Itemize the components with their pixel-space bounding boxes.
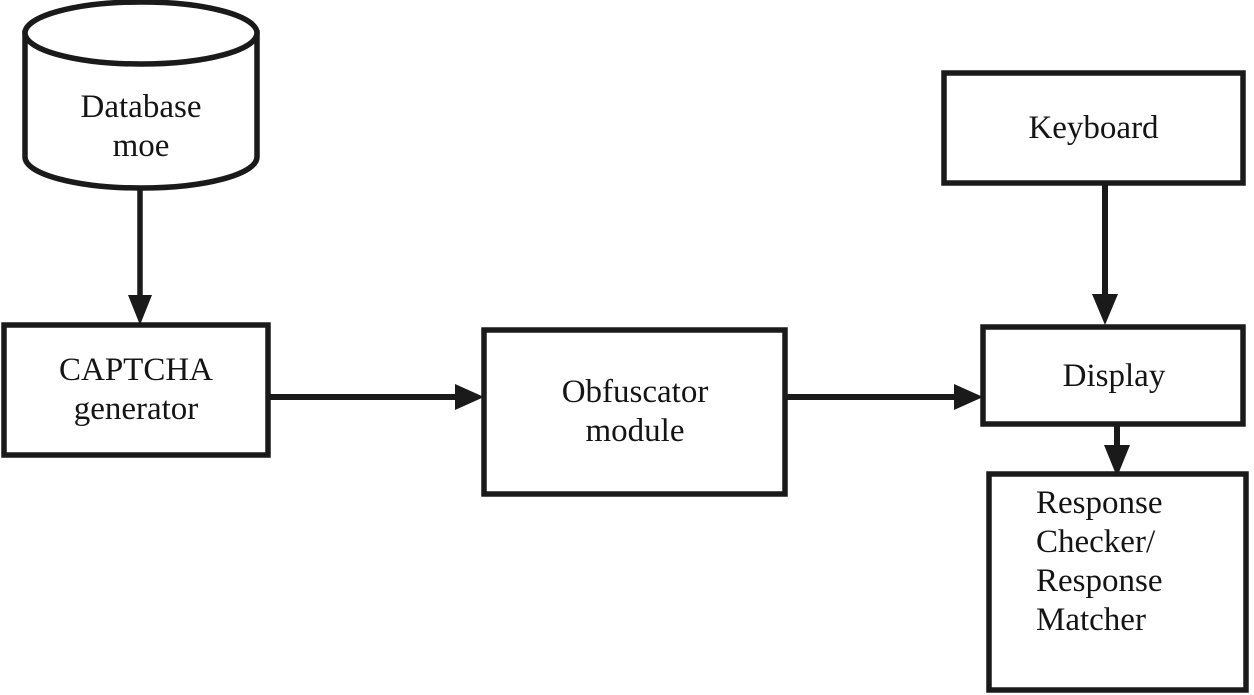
arrow-head (1104, 445, 1130, 477)
captcha-generator-shape[interactable] (1, 322, 271, 458)
arrow-display-to-response (1104, 424, 1130, 477)
obfuscator-module-shape[interactable] (481, 327, 788, 497)
arrow-head (1092, 294, 1118, 325)
cylinder-top-ellipse (22, 0, 260, 67)
arrow-head (128, 295, 152, 325)
arrow-obfuscator-to-display (785, 384, 983, 410)
display-shape[interactable] (980, 324, 1246, 427)
response-checker-shape[interactable] (986, 471, 1249, 693)
arrow-database-to-captcha (128, 186, 152, 325)
arrow-head (954, 384, 983, 410)
arrow-keyboard-to-display (1092, 183, 1118, 325)
arrow-head (455, 384, 484, 410)
database-moe-shape[interactable] (22, 0, 260, 191)
arrow-captcha-to-obfuscator (268, 384, 484, 410)
cylinder-body (22, 30, 260, 191)
keyboard-shape[interactable] (941, 70, 1246, 186)
